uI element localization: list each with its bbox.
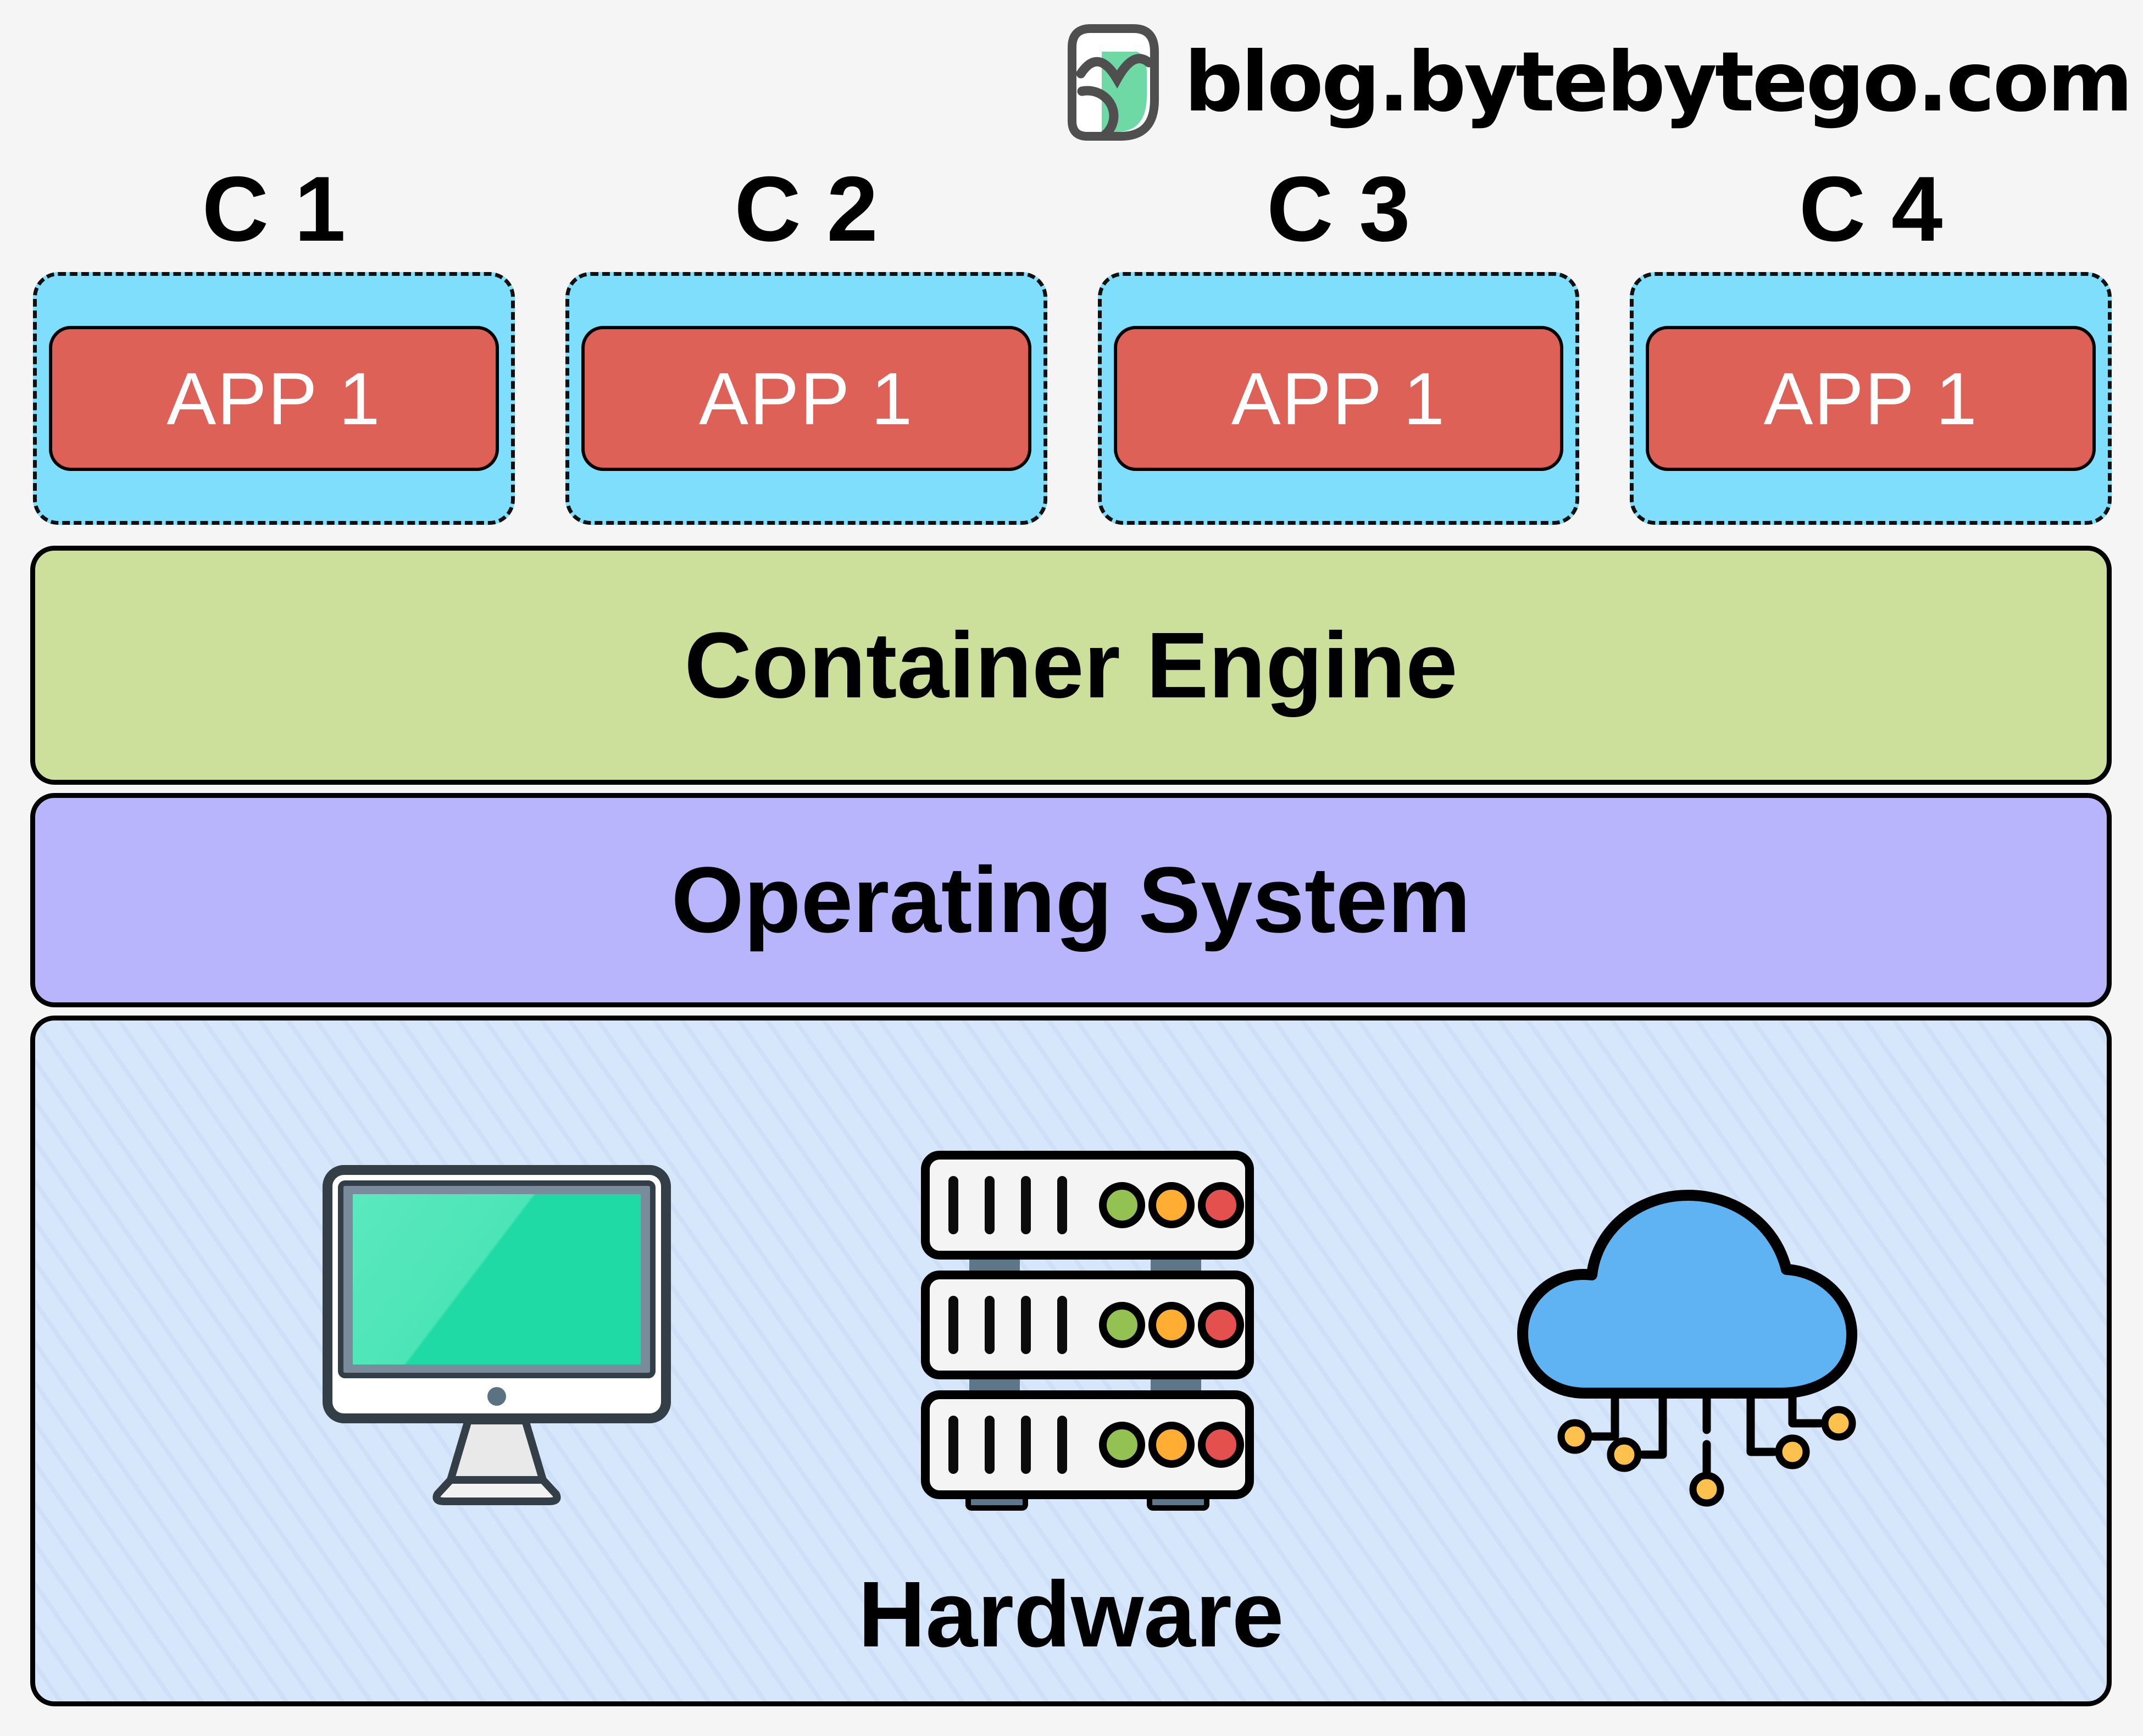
app-box: APP 1 <box>1646 326 2096 471</box>
hardware-label: Hardware <box>858 1562 1284 1667</box>
app-label: APP 1 <box>1763 357 1978 440</box>
container-label: C 3 <box>1267 157 1411 260</box>
container-column: C 3 APP 1 <box>1097 157 1580 525</box>
container-box: APP 1 <box>1630 272 2112 525</box>
app-label: APP 1 <box>166 357 381 440</box>
container-label: C 2 <box>734 157 878 260</box>
app-box: APP 1 <box>49 326 499 471</box>
site-url: blog.bytebytego.com <box>1184 35 2133 130</box>
app-label: APP 1 <box>698 357 914 440</box>
operating-system-label: Operating System <box>671 848 1471 952</box>
container-column: C 4 APP 1 <box>1630 157 2112 525</box>
operating-system-layer: Operating System <box>30 793 2112 1007</box>
container-engine-label: Container Engine <box>684 613 1458 718</box>
container-box: APP 1 <box>565 272 1047 525</box>
site-logo: blog.bytebytego.com <box>1067 23 2133 142</box>
app-box: APP 1 <box>1113 326 1564 471</box>
container-column: C 2 APP 1 <box>565 157 1047 525</box>
container-column: C 1 APP 1 <box>33 157 515 525</box>
desktop-monitor-icon <box>323 1165 671 1505</box>
bytebytego-owl-icon <box>1067 24 1159 141</box>
app-box: APP 1 <box>581 326 1031 471</box>
container-box: APP 1 <box>33 272 515 525</box>
server-rack-icon <box>921 1151 1254 1511</box>
hardware-layer: Hardware <box>30 1016 2112 1706</box>
container-box: APP 1 <box>1097 272 1580 525</box>
container-label: C 1 <box>202 157 346 260</box>
hardware-icons-row <box>35 1020 2107 1512</box>
cloud-computing-icon <box>1517 1190 1858 1507</box>
container-engine-layer: Container Engine <box>30 546 2112 785</box>
containers-row: C 1 APP 1 C 2 APP 1 C 3 APP 1 <box>33 157 2112 525</box>
container-label: C 4 <box>1798 157 1943 260</box>
app-label: APP 1 <box>1231 357 1446 440</box>
